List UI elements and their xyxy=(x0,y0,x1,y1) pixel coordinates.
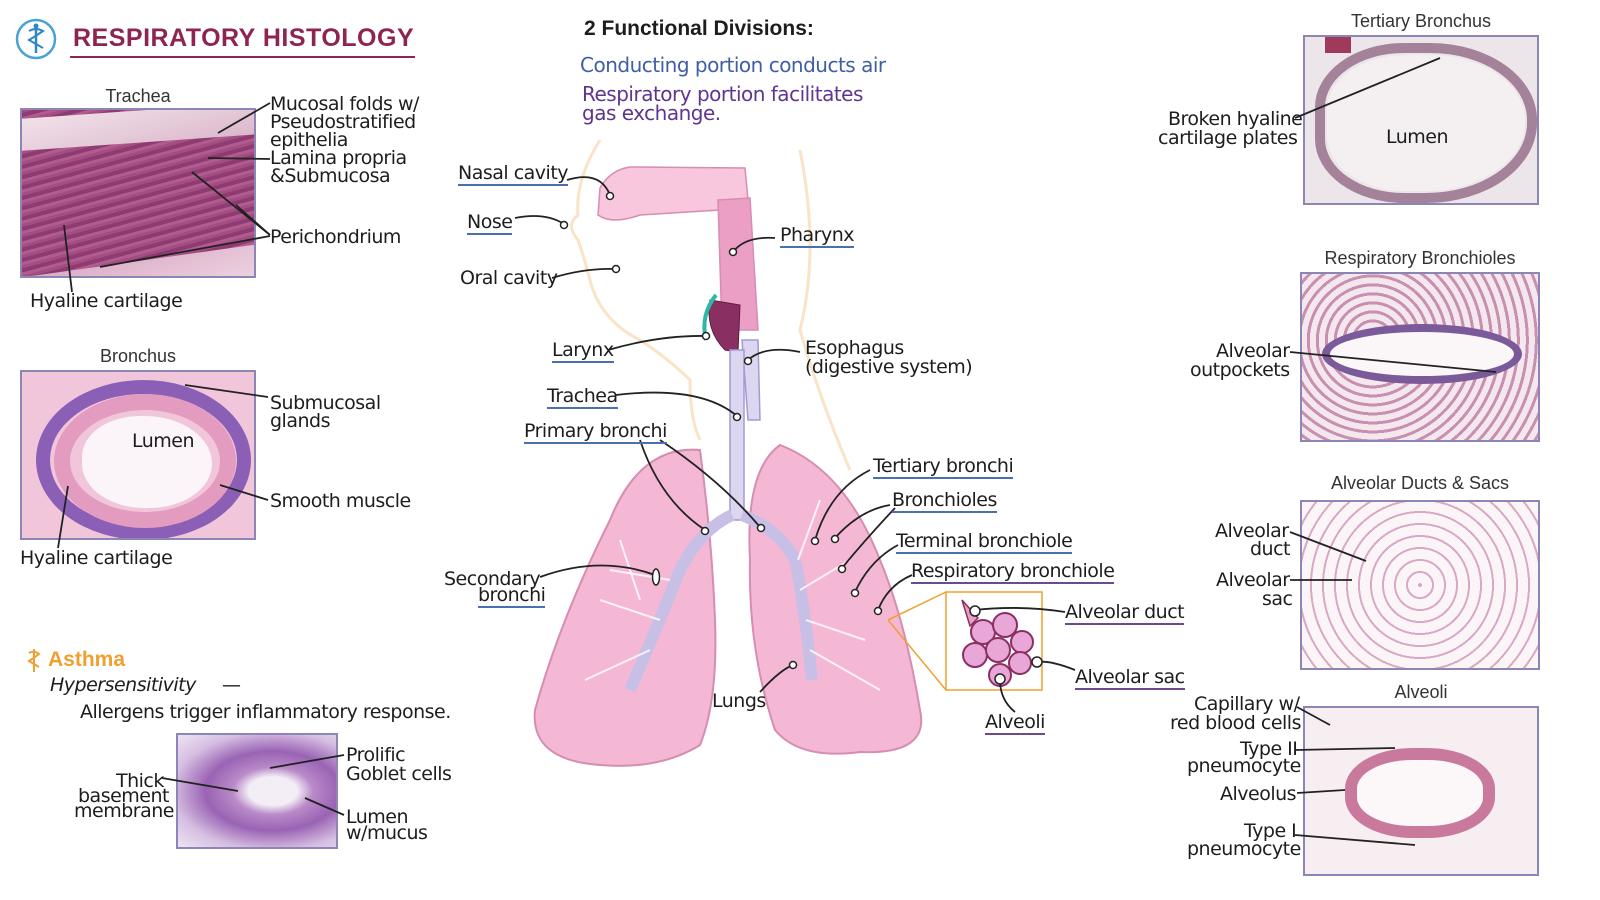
label-mucosal-3: epithelia xyxy=(270,129,348,151)
histology-leader-lines xyxy=(57,57,1497,846)
trachea-panel-title: Trachea xyxy=(105,86,171,106)
label-lumen-mucus-2: w/mucus xyxy=(346,822,428,844)
head-outline xyxy=(570,139,702,441)
tertiary-panel-title: Tertiary Bronchus xyxy=(1350,11,1492,31)
label-tertiary-bronchi: Tertiary bronchi xyxy=(873,455,1014,479)
neck-outline xyxy=(798,149,852,471)
label-alveolar-sac-1: Alveolar xyxy=(1216,569,1290,591)
bronchial-tree-branches xyxy=(584,499,881,691)
label-lamina-1: Lamina propria xyxy=(270,147,407,169)
label-trachea-hyaline: Hyaline cartilage xyxy=(30,290,183,312)
label-bronchioles: Bronchioles xyxy=(892,489,997,513)
title-underline xyxy=(70,56,415,58)
label-lungs: Lungs xyxy=(712,690,766,712)
alveoli-micrograph xyxy=(1303,706,1539,876)
label-alveolar-outpockets-1: Alveolar xyxy=(1216,340,1290,362)
label-capillary-2: red blood cells xyxy=(1170,712,1301,734)
label-secondary-2: bronchi xyxy=(478,584,546,608)
label-alveolus: Alveolus xyxy=(1220,783,1297,805)
tertiary-micrograph xyxy=(1303,35,1539,205)
label-secondary-1: Secondary xyxy=(444,568,541,590)
label-bronchus-hyaline: Hyaline cartilage xyxy=(20,547,173,569)
label-submucosal-2: glands xyxy=(270,410,330,432)
label-prolific-1: Prolific xyxy=(346,744,406,766)
label-nose: Nose xyxy=(467,211,513,235)
label-type2-1: Type II xyxy=(1240,738,1298,760)
label-alveolar-sac: Alveolar sac xyxy=(1075,666,1185,690)
label-respiratory-bronchiole: Respiratory bronchiole xyxy=(911,560,1115,584)
page-title: RESPIRATORY HISTOLOGY xyxy=(73,24,415,52)
label-pharynx: Pharynx xyxy=(780,224,854,248)
label-alveolar-sac-2: sac xyxy=(1262,588,1293,610)
label-submucosal-1: Submucosal xyxy=(270,392,381,414)
label-alveolar-duct-1: Alveolar xyxy=(1215,520,1289,542)
bronchus-lumen: Lumen xyxy=(132,430,195,452)
label-type1-2: pneumocyte xyxy=(1187,838,1301,860)
label-esophagus-1: Esophagus xyxy=(805,337,904,359)
logo xyxy=(15,18,57,60)
label-alveoli: Alveoli xyxy=(985,711,1045,735)
label-broken-2: cartilage plates xyxy=(1158,127,1298,149)
caduceus-icon xyxy=(15,18,57,60)
diagram-leader-lines xyxy=(514,176,1076,713)
ducts-sacs-micrograph xyxy=(1300,500,1540,670)
label-larynx: Larynx xyxy=(552,339,614,363)
label-mucosal-1: Mucosal folds w/ xyxy=(270,93,419,115)
label-broken-1: Broken hyaline xyxy=(1168,108,1303,130)
left-main-bronchus xyxy=(624,509,735,693)
label-smooth-muscle: Smooth muscle xyxy=(270,490,411,512)
label-thick-2: basement xyxy=(78,785,169,807)
label-trachea: Trachea xyxy=(547,385,618,409)
trachea-tube xyxy=(729,349,745,521)
label-alveolar-duct-2: duct xyxy=(1250,538,1291,560)
asthma-description: Allergens trigger inflammatory response. xyxy=(80,701,451,723)
pharynx-shape xyxy=(717,197,759,331)
label-mucosal-2: Pseudostratified xyxy=(270,111,416,133)
larynx-shape xyxy=(708,299,741,353)
alveolar-sac-cluster xyxy=(961,599,1034,687)
resp-bronchioles-title: Respiratory Bronchioles xyxy=(1324,248,1516,268)
bronchus-panel-title: Bronchus xyxy=(99,346,177,366)
label-prolific-2: Goblet cells xyxy=(346,763,452,785)
bronchus-micrograph xyxy=(20,370,256,540)
asthma-dash: — xyxy=(222,674,241,696)
label-thick-3: membrane xyxy=(74,800,174,822)
label-alveolar-outpockets-2: outpockets xyxy=(1190,359,1290,381)
conducting-text: Conducting portion conducts air xyxy=(580,53,886,77)
label-primary-bronchi: Primary bronchi xyxy=(524,420,667,444)
label-terminal-bronchiole: Terminal bronchiole xyxy=(896,530,1073,554)
tertiary-lumen: Lumen xyxy=(1386,126,1449,148)
respiratory-text-2: gas exchange. xyxy=(582,101,721,125)
label-lumen-mucus-1: Lumen xyxy=(346,806,409,828)
label-esophagus-2: (digestive system) xyxy=(805,356,973,378)
asthma-micrograph xyxy=(176,733,338,849)
right-main-bronchus xyxy=(739,509,818,681)
label-perichondrium: Perichondrium xyxy=(270,226,401,248)
ducts-sacs-title: Alveolar Ducts & Sacs xyxy=(1330,473,1510,493)
label-type1-1: Type I xyxy=(1244,820,1297,842)
alveoli-panel-title: Alveoli xyxy=(1394,682,1448,702)
divisions-title: 2 Functional Divisions: xyxy=(584,17,814,40)
label-thick-1: Thick xyxy=(116,770,164,792)
label-type2-2: pneumocyte xyxy=(1187,755,1301,777)
asthma-title: Asthma xyxy=(48,648,126,671)
asthma-hypersensitivity: Hypersensitivity xyxy=(50,674,196,696)
label-lamina-2: &Submucosa xyxy=(270,165,391,187)
caduceus-small-icon xyxy=(26,647,42,673)
label-alveolar-duct: Alveolar duct xyxy=(1065,601,1185,625)
label-oral-cavity: Oral cavity xyxy=(460,267,558,289)
label-capillary-1: Capillary w/ xyxy=(1194,693,1300,715)
label-nasal-cavity: Nasal cavity xyxy=(458,162,569,186)
right-lung xyxy=(748,443,923,755)
respiratory-text-1: Respiratory portion facilitates xyxy=(582,82,863,106)
